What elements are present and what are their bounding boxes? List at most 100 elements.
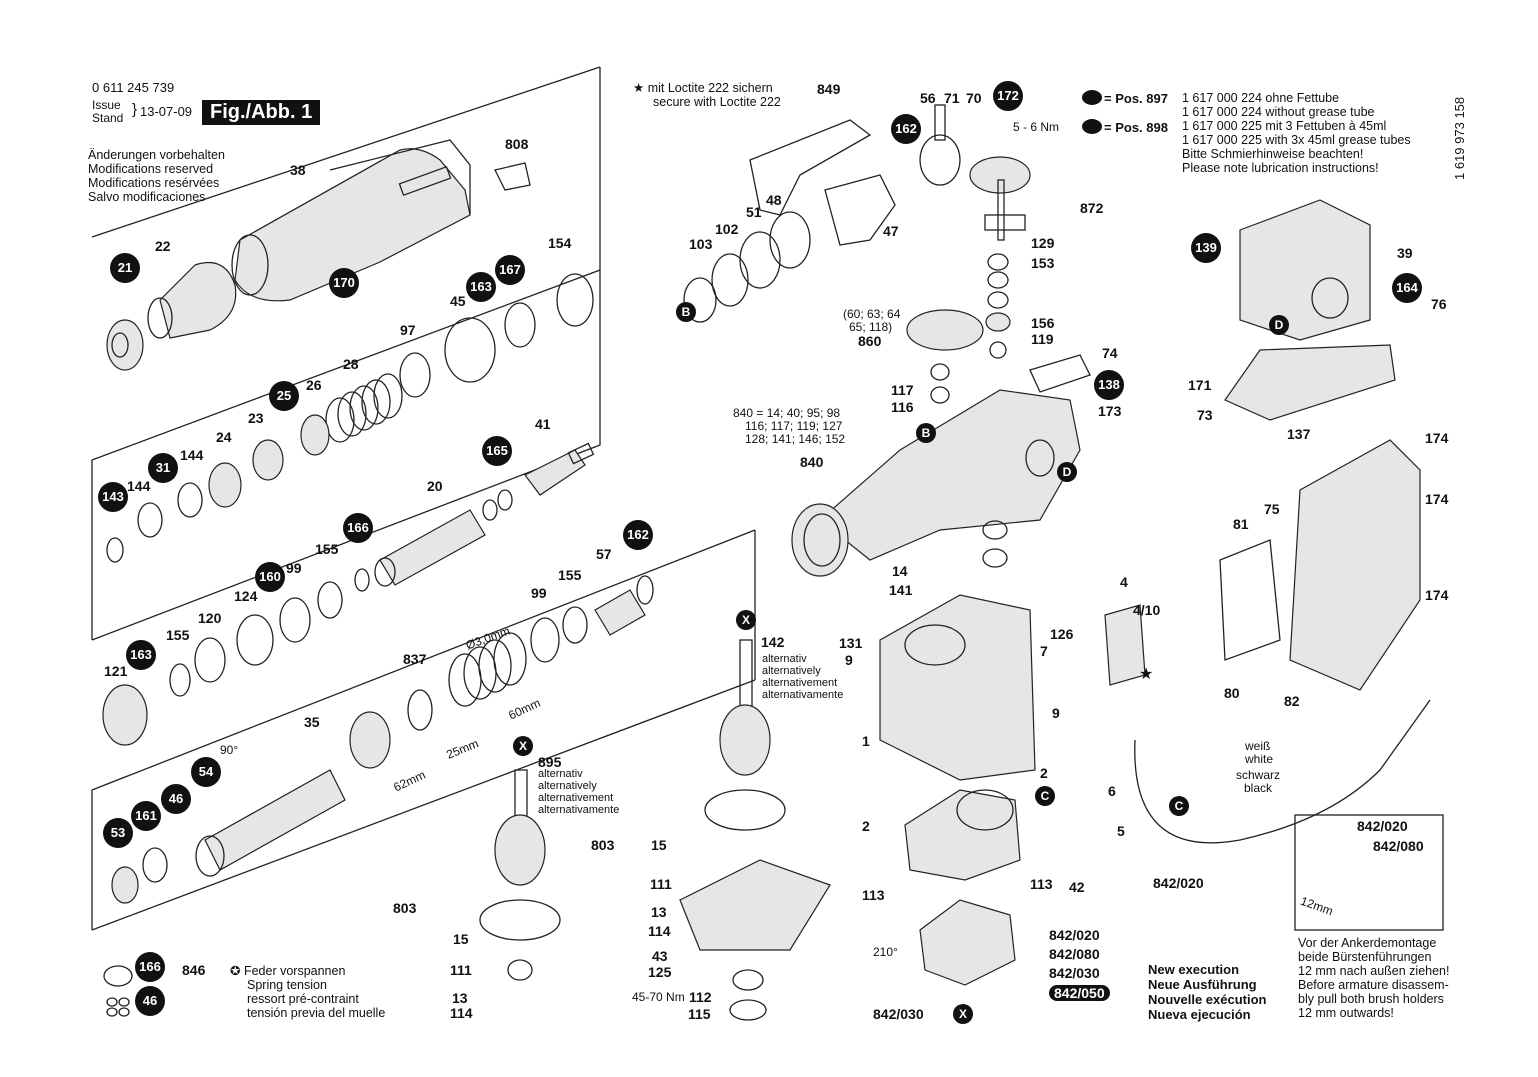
alt-line: alternativ	[762, 653, 807, 665]
label-9a: 9	[845, 652, 853, 668]
label-144b: 144	[127, 478, 151, 494]
cap-73	[1224, 344, 1396, 421]
label-141: 141	[889, 582, 913, 598]
part-121	[102, 684, 148, 746]
label-174c: 174	[1425, 587, 1449, 603]
angle-210: 210°	[873, 945, 898, 959]
disc-97	[399, 352, 431, 398]
marker-x: X	[953, 1004, 973, 1024]
callout-165: 165	[482, 436, 512, 466]
torque-45-70: 45-70 Nm	[632, 990, 685, 1004]
label-71: 71	[944, 90, 960, 106]
pos898-label: = Pos. 898	[1104, 120, 1168, 135]
label-156: 156	[1031, 315, 1055, 331]
label-4-10: 4/10	[1133, 602, 1161, 618]
label-842-030b: 842/030	[873, 1006, 924, 1022]
label-153: 153	[1031, 255, 1055, 271]
label-41: 41	[535, 416, 551, 432]
label-6: 6	[1108, 783, 1116, 799]
marker-c: C	[1035, 786, 1055, 806]
label-5: 5	[1117, 823, 1125, 839]
ring-144b	[137, 502, 163, 538]
spring-fr: ressort pré-contraint	[247, 992, 359, 1006]
label-82: 82	[1284, 693, 1300, 709]
callout-166: 166	[135, 952, 165, 982]
label-113a: 113	[862, 887, 885, 903]
switch-cover-81	[1219, 539, 1281, 661]
label-35: 35	[304, 714, 320, 730]
striker-41	[524, 442, 595, 496]
armature-note: Vor der Ankerdemontage beide Bürstenführ…	[1298, 936, 1449, 1020]
label-171: 171	[1188, 377, 1212, 393]
cable-6	[1134, 699, 1431, 844]
cover-39	[1239, 199, 1371, 341]
callout-143: 143	[98, 482, 128, 512]
armature-803a	[704, 639, 786, 831]
oring-143	[106, 537, 124, 563]
label-102: 102	[715, 221, 739, 237]
crank-group	[683, 119, 896, 323]
gear-shaft-group	[906, 104, 1031, 404]
pos840-line: 840 = 14; 40; 95; 98	[733, 406, 841, 420]
part-24	[208, 462, 242, 508]
changes-note: Änderungen vorbehalten Modifications res…	[88, 148, 225, 204]
label-14: 14	[892, 563, 908, 579]
armature-803b	[479, 769, 561, 981]
label-155a: 155	[315, 541, 339, 557]
label-846: 846	[182, 962, 206, 978]
pos897-label: = Pos. 897	[1104, 91, 1168, 106]
label-111b: 111	[450, 962, 472, 978]
label-860: 860	[858, 333, 882, 349]
label-842-020-inset: 842/020	[1357, 818, 1408, 834]
label-116: 116	[891, 399, 914, 415]
callout-163: 163	[466, 272, 496, 302]
hammer-tube-38	[231, 139, 471, 302]
label-38: 38	[290, 162, 306, 178]
arm-line: 12 mm outwards!	[1298, 1006, 1394, 1020]
label-57: 57	[596, 546, 612, 562]
label-99b: 99	[531, 585, 547, 601]
grease-sheet-808	[494, 162, 531, 191]
marker-x: X	[513, 736, 533, 756]
changes-fr: Modifications resérvées	[88, 176, 220, 190]
label-120: 120	[198, 610, 222, 626]
new-exec-line: Nueva ejecución	[1148, 1007, 1251, 1022]
label-81: 81	[1233, 516, 1249, 532]
arm-line: bly pull both brush holders	[1298, 992, 1444, 1006]
ring-124	[236, 614, 274, 666]
lub-line: 1 617 000 225 with 3x 45ml grease tubes	[1182, 133, 1411, 147]
label-43: 43	[652, 948, 668, 964]
label-26: 26	[306, 377, 322, 393]
callout-46: 46	[135, 986, 165, 1016]
star-icon: ★	[633, 81, 648, 95]
spring-de: Feder vorspannen	[243, 964, 346, 978]
rings-846	[106, 997, 130, 1017]
label-119: 119	[1031, 331, 1054, 347]
alt-line: alternativamente	[762, 689, 844, 701]
disc-45	[444, 317, 496, 383]
part-26	[300, 414, 330, 456]
label-129: 129	[1031, 235, 1055, 251]
label-114a: 114	[648, 923, 671, 939]
label-155c: 155	[558, 567, 582, 583]
label-155b: 155	[166, 627, 190, 643]
lub-line: Please note lubrication instructions!	[1182, 161, 1379, 175]
label-73: 73	[1197, 407, 1213, 423]
piston-20	[374, 509, 486, 587]
new-exec-line: Neue Ausführung	[1148, 977, 1257, 992]
label-849: 849	[817, 81, 841, 97]
callout-54: 54	[191, 757, 221, 787]
callout-21: 21	[110, 253, 140, 283]
inset-frame	[1294, 814, 1444, 931]
lub-line: 1 617 000 225 mit 3 Fettuben à 45ml	[1182, 119, 1387, 133]
figure-label: Fig./Abb. 1	[202, 100, 321, 125]
alternativ-note-895: alternativ alternatively alternativement…	[538, 768, 619, 816]
wire-line: schwarz	[1236, 768, 1281, 782]
label-895: 895	[538, 754, 562, 770]
label-837: 837	[403, 651, 427, 667]
cage-837	[349, 711, 391, 769]
label-9b: 9	[1052, 705, 1060, 721]
pos840-note: 840 = 14; 40; 95; 98 116; 117; 119; 127 …	[733, 407, 845, 446]
cap-21	[106, 319, 144, 371]
